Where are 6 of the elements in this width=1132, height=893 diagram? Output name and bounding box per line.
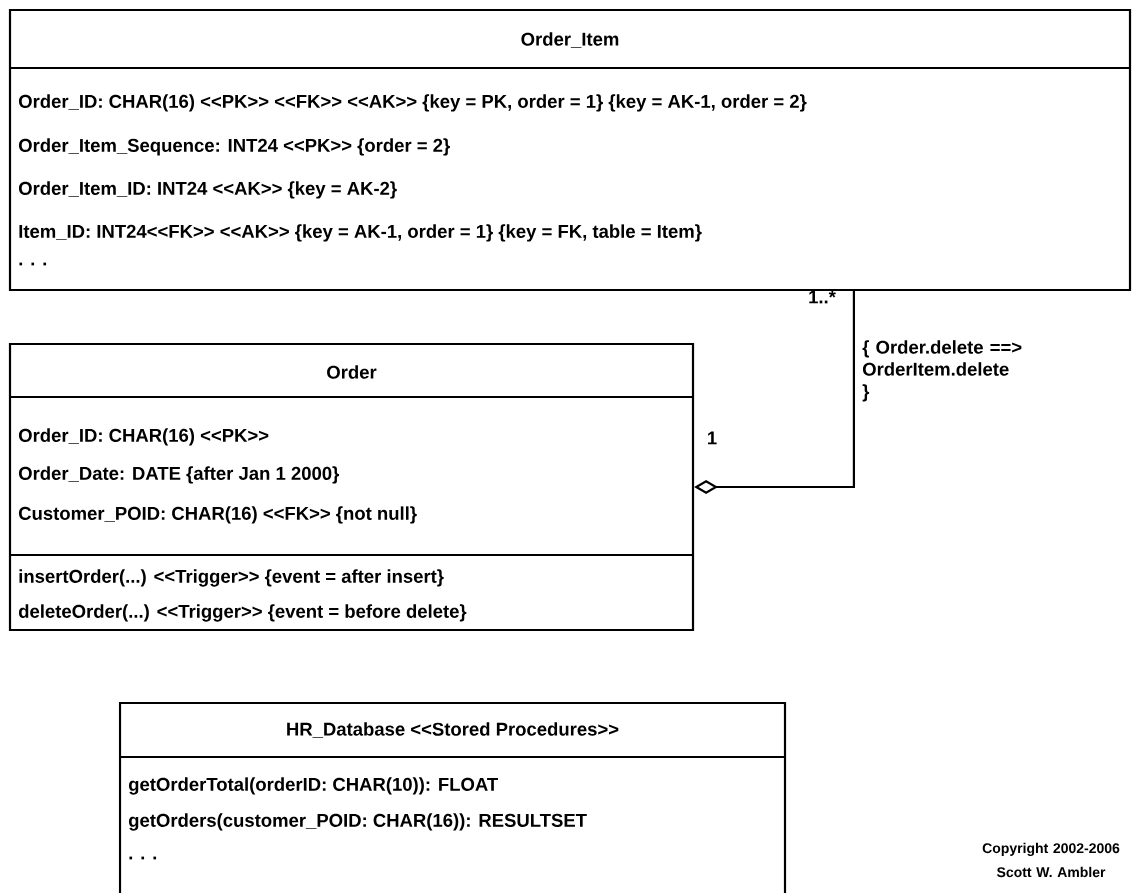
class-box: HR_Database <<Stored Procedures>> getOrderTotal(orderID: CHAR(10)): FLOAT getOrders(customer_POID: CHAR(16)): RESULTSET . . . [118, 701, 787, 893]
class-box: Order_Item Order_ID: CHAR(16) <<PK>> <<FK>> <<AK>> {key = PK, order = 1} {key = AK-1, order = 2} Order_Item_Sequence: INT24 <<PK>> {order = 2} Order_Item_ID: INT24 <<AK>> {key = AK-2} Item_ID: INT24<<FK>> <<AK>> {key = AK-1, order = 1} {key = FK, table = Item} . . . [8, 8, 1132, 292]
copyright-note: Copyright 2002-2006 Scott W. Ambler [982, 842, 1120, 878]
multiplicity-label: 1..* [809, 290, 836, 304]
class-box: Order Order_ID: CHAR(16) <<PK>> Order_Date: DATE {after Jan 1 2000} Customer_POID: CHAR(16) <<FK>> {not null} insertOrder(...) <<Trigger>> {event = after insert} deleteOrder(...) <<Trigger>> {event = before delete} [8, 342, 695, 632]
constraint-text: { Order.delete ==> OrderItem.delete } [862, 340, 1022, 402]
